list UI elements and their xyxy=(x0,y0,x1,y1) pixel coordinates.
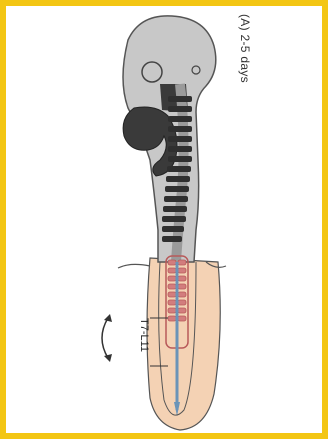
segment-label: T7-L11 xyxy=(138,318,150,352)
panel-label: (A) 2-5 days xyxy=(238,14,252,83)
rotation-arrow xyxy=(102,318,108,358)
cut-mark-left xyxy=(118,264,150,268)
rotation-arrowhead-top xyxy=(104,314,112,322)
rotation-arrowhead-bottom xyxy=(104,354,112,362)
